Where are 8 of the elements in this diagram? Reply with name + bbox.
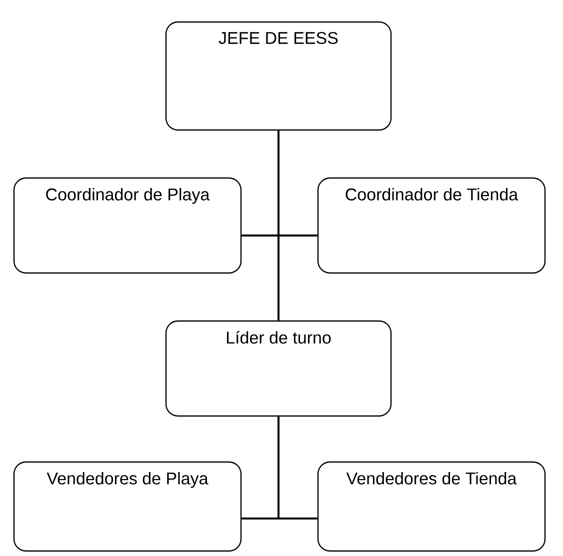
connector-line xyxy=(278,416,318,520)
connector-line xyxy=(278,130,280,320)
org-box: JEFE DE EESS xyxy=(165,21,392,131)
org-box: Coordinador de Tienda xyxy=(317,177,546,274)
org-box: Vendedores de Tienda xyxy=(317,461,546,552)
org-box: Líder de turno xyxy=(165,320,392,417)
org-box: Coordinador de Playa xyxy=(13,177,242,274)
org-box: Vendedores de Playa xyxy=(13,461,242,552)
